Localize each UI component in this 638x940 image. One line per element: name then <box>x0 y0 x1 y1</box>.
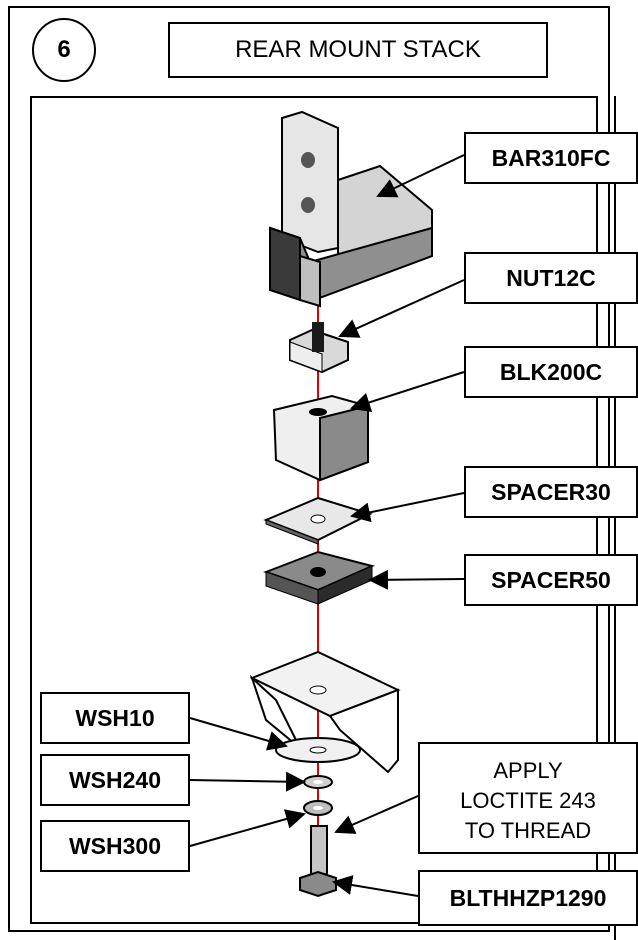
washer-wsh240 <box>303 775 333 789</box>
label-spacer30: SPACER30 <box>464 466 638 518</box>
leader-wsh300 <box>189 809 306 847</box>
leader-spacer30 <box>350 492 465 523</box>
washer-wsh300 <box>303 800 333 816</box>
right-rule <box>614 96 616 940</box>
spacer-spacer50 <box>263 550 376 605</box>
leader-nut <box>338 279 465 338</box>
label-blthhzp1290: BLTHHZP1290 <box>418 870 638 926</box>
note-line-2: LOCTITE 243 <box>460 788 596 813</box>
leader-spacer50 <box>368 569 465 590</box>
label-wsh300: WSH300 <box>40 820 190 872</box>
label-wsh240: WSH240 <box>40 754 190 806</box>
label-bar310fc: BAR310FC <box>464 132 638 184</box>
block-blk200c <box>272 394 369 482</box>
loctite-note: APPLY LOCTITE 243 TO THREAD <box>418 742 638 854</box>
page-title: REAR MOUNT STACK <box>168 22 548 78</box>
leader-bar <box>376 154 465 198</box>
leader-wsh240 <box>189 771 306 792</box>
label-blk200c: BLK200C <box>464 346 638 398</box>
leader-block <box>350 371 465 413</box>
bolt-blthhzp1290 <box>299 825 337 898</box>
step-number: 6 <box>32 18 96 82</box>
label-spacer50: SPACER50 <box>464 554 638 606</box>
spacer-spacer30 <box>263 496 373 545</box>
note-line-3: TO THREAD <box>464 818 592 843</box>
leader-wsh10 <box>189 717 288 751</box>
label-wsh10: WSH10 <box>40 692 190 744</box>
nut-nut12c <box>289 322 349 374</box>
leader-note <box>334 795 419 834</box>
label-nut12c: NUT12C <box>464 252 638 304</box>
leader-bolt <box>332 875 419 897</box>
mounting-bracket <box>249 650 401 774</box>
note-line-1: APPLY <box>493 758 563 783</box>
bracket-bar310fc <box>269 110 433 308</box>
washer-wsh10 <box>275 737 361 763</box>
